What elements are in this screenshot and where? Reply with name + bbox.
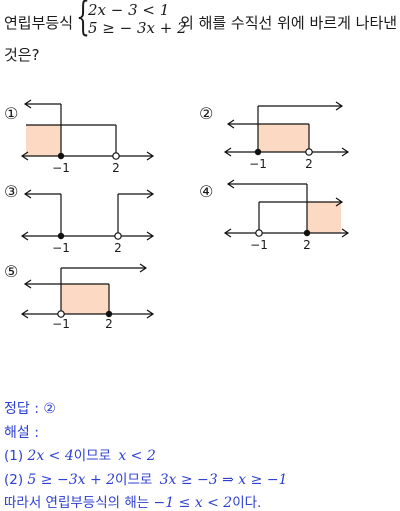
option-4-tick-2: 2 (303, 238, 311, 252)
question-line2: 것은? (4, 46, 40, 64)
step-2-math-a: 5 ≥ −3x + 2 (27, 472, 116, 488)
question-suffix: 의 해를 수직선 위에 바르게 나타낸 (180, 14, 398, 32)
option-4-shaded-region (307, 202, 341, 233)
inequality-1: 2x − 3 < 1 (88, 1, 170, 19)
option-3-open-point-icon (114, 232, 122, 240)
option-5-number-line[interactable] (20, 262, 160, 332)
option-4-number-line[interactable] (223, 179, 363, 250)
option-4-closed-point-icon (303, 229, 311, 237)
option-1-tick-neg1: −1 (52, 161, 70, 175)
left-brace-icon: { (76, 0, 90, 40)
conclusion-text-a: 따라서 연립부등식의 해는 (4, 495, 150, 511)
option-3-tick-neg1: −1 (52, 241, 70, 255)
option-1-closed-point-icon (57, 152, 65, 160)
option-3-closed-point-icon (57, 232, 65, 240)
solution-step-2: (2) 5 ≥ −3x + 2이므로 3x ≥ −3 ⇒ x ≥ −1 (4, 468, 287, 488)
answer-line: 정답 : ② (4, 401, 56, 417)
option-2-open-point-icon (305, 148, 313, 156)
option-1-shaded-region (26, 125, 61, 156)
conclusion-text-b: 이다. (232, 495, 262, 511)
step-2-math-b: 3x ≥ −3 ⇒ x ≥ −1 (159, 472, 288, 488)
option-2-tick-neg1: −1 (249, 157, 267, 171)
option-5-open-point-icon (57, 310, 65, 318)
step-2-number: (2) (4, 472, 24, 488)
option-2-label[interactable]: ② (199, 104, 214, 123)
option-1-tick-2: 2 (112, 161, 120, 175)
option-5-tick-2: 2 (105, 317, 113, 331)
option-5-tick-neg1: −1 (52, 317, 70, 331)
solution-step-1: (1) 2x < 4이므로 x < 2 (4, 444, 156, 464)
option-2-shaded-region (258, 124, 309, 152)
option-2-closed-point-icon (254, 148, 262, 156)
option-1-open-point-icon (112, 152, 120, 160)
option-5-closed-point-icon (105, 310, 113, 318)
option-1-label[interactable]: ① (4, 104, 19, 123)
option-4-tick-neg1: −1 (250, 238, 268, 252)
option-2-tick-2: 2 (305, 157, 313, 171)
option-4-label[interactable]: ④ (199, 182, 214, 201)
option-3-number-line[interactable] (20, 180, 160, 250)
solution-heading: 해설 : (4, 425, 39, 441)
option-3-label[interactable]: ③ (4, 182, 19, 201)
solution-conclusion: 따라서 연립부등식의 해는 −1 ≤ x < 2이다. (4, 491, 261, 511)
step-1-tail: 이므로 (73, 448, 112, 464)
option-1-number-line[interactable] (20, 99, 160, 170)
option-4-open-point-icon (255, 229, 263, 237)
option-2-number-line[interactable] (223, 100, 363, 170)
option-5-shaded-region (61, 284, 109, 314)
conclusion-math: −1 ≤ x < 2 (153, 495, 233, 511)
question-prefix: 연립부등식 (4, 14, 74, 32)
step-2-tail: 이므로 (115, 472, 153, 488)
step-1-result: x < 2 (118, 448, 156, 464)
option-3-tick-2: 2 (114, 241, 122, 255)
inequality-system: { 2x − 3 < 1 5 ≥ − 3x + 2 (76, 0, 187, 40)
option-5-label[interactable]: ⑤ (4, 262, 19, 281)
step-1-math: 2x < 4 (27, 448, 74, 464)
step-1-number: (1) (4, 448, 24, 464)
inequality-2: 5 ≥ − 3x + 2 (88, 19, 187, 37)
